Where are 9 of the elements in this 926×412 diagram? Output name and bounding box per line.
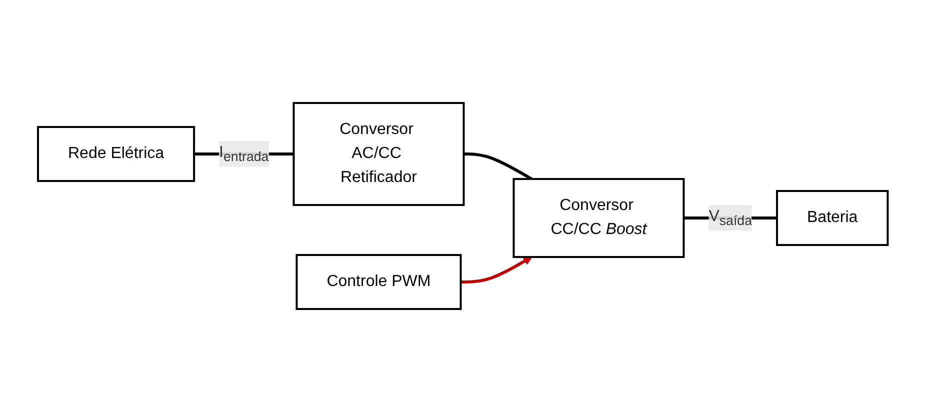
arrow xyxy=(460,256,532,284)
node-box: Bateria xyxy=(776,190,889,246)
node-box: Rede Elétrica xyxy=(37,126,196,182)
node-box: Conversor CC/CC Boost xyxy=(512,178,685,258)
edge-label: I$_{entrada}$ xyxy=(219,144,269,164)
edge-label: V$_{saída}$ xyxy=(708,208,752,228)
node-box: Controle PWM xyxy=(296,254,462,310)
node-box: Conversor AC/CC Retificador xyxy=(292,102,465,206)
connector xyxy=(464,152,533,180)
